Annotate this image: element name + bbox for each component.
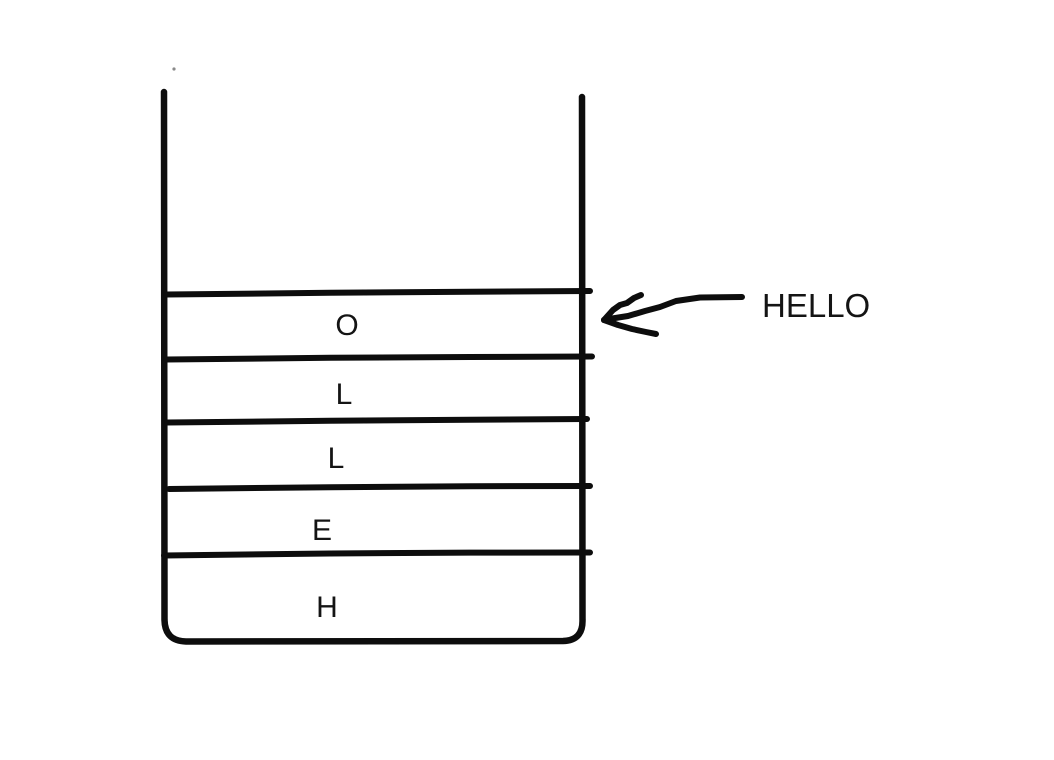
divider-l-l [164, 416, 590, 426]
cell-letter-l-lower: L [328, 442, 345, 475]
divider-l-e [166, 483, 593, 492]
divider-o-l [163, 353, 595, 363]
cell-letter-l-upper: L [336, 378, 353, 411]
cell-letter-e: E [312, 514, 332, 547]
cell-letters: O L L E H [312, 309, 359, 624]
hello-callout-label: HELLO [762, 287, 870, 324]
stack-container-outline [160, 88, 586, 645]
arrow-barb-lower [601, 317, 659, 337]
cell-dividers [161, 288, 595, 559]
stray-dot-artifact [172, 67, 176, 71]
arrow-shaft [601, 294, 745, 323]
hello-callout-arrow-icon [601, 292, 745, 337]
divider-e-h [161, 549, 593, 559]
cell-letter-h: H [316, 591, 338, 624]
cell-letter-o: O [335, 309, 358, 342]
divider-top-of-o [163, 288, 593, 298]
arrow-barb-upper [601, 292, 644, 323]
